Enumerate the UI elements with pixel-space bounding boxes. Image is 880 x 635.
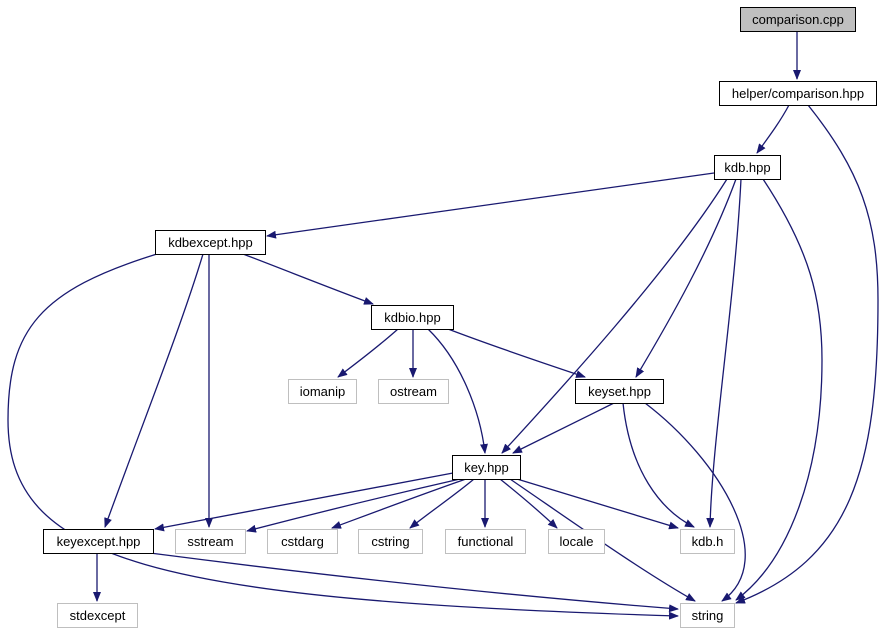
edge-keyset-hpp-to-kdb-h	[622, 402, 695, 528]
node-label: cstring	[371, 534, 409, 549]
edge-kdbio-hpp-to-iomanip	[337, 328, 399, 378]
node-sstream: sstream	[175, 529, 246, 554]
node-kdb-h: kdb.h	[680, 529, 735, 554]
edges-layer	[7, 31, 879, 620]
edge-kdb-hpp-to-keyset-hpp	[635, 178, 737, 378]
node-label: kdb.h	[692, 534, 724, 549]
edge-key-hpp-to-cstdarg	[331, 478, 467, 529]
edge-keyset-hpp-to-key-hpp	[512, 402, 615, 454]
edge-kdbexcept-hpp-to-kdbio-hpp	[242, 253, 374, 305]
edge-kdb-hpp-to-kdbexcept-hpp	[266, 172, 715, 239]
node-label: keyset.hpp	[588, 384, 651, 399]
edge-kdb-hpp-to-key-hpp	[501, 178, 728, 454]
node-label: iomanip	[300, 384, 346, 399]
node-kdbexcept-hpp[interactable]: kdbexcept.hpp	[155, 230, 266, 255]
edge-kdbio-hpp-to-key-hpp	[427, 328, 488, 454]
node-iomanip: iomanip	[288, 379, 357, 404]
node-label: kdbexcept.hpp	[168, 235, 253, 250]
node-box	[740, 7, 856, 32]
node-helper-comparison-hpp[interactable]: helper/comparison.hpp	[719, 81, 877, 106]
node-comparison-cpp: comparison.cpp	[740, 7, 856, 32]
node-cstring: cstring	[358, 529, 423, 554]
node-string: string	[680, 603, 735, 628]
node-label: cstdarg	[281, 534, 324, 549]
node-label: kdbio.hpp	[384, 310, 440, 325]
node-cstdarg: cstdarg	[267, 529, 338, 554]
node-box	[714, 155, 781, 180]
node-box	[371, 305, 454, 330]
node-label: stdexcept	[70, 608, 126, 623]
node-box	[680, 603, 735, 628]
node-label: functional	[458, 534, 514, 549]
edge-kdbexcept-hpp-to-string	[7, 253, 679, 620]
node-label: string	[692, 608, 724, 623]
nodes-layer: comparison.cpp helper/comparison.hpp kdb.h…	[43, 7, 877, 628]
node-box	[575, 379, 664, 404]
edge-key-hpp-to-keyexcept-hpp	[154, 472, 454, 532]
node-label: sstream	[187, 534, 233, 549]
node-keyset-hpp[interactable]: keyset.hpp	[575, 379, 664, 404]
edge-helper-comparison-hpp-to-kdb-hpp	[756, 104, 790, 154]
edge-kdbexcept-hpp-to-keyexcept-hpp	[104, 253, 204, 528]
edge-key-hpp-to-locale	[499, 478, 558, 529]
node-box	[43, 529, 154, 554]
node-stdexcept: stdexcept	[57, 603, 138, 628]
edge-key-hpp-to-cstring	[409, 478, 475, 529]
node-box	[452, 455, 521, 480]
node-box	[175, 529, 246, 554]
node-ostream: ostream	[378, 379, 449, 404]
node-box	[378, 379, 449, 404]
node-box	[548, 529, 605, 554]
node-box	[680, 529, 735, 554]
edge-key-hpp-to-sstream	[246, 478, 461, 533]
edge-kdb-hpp-to-string	[735, 178, 823, 601]
edge-kdb-hpp-to-kdb-h	[706, 178, 742, 528]
node-locale: locale	[548, 529, 605, 554]
node-label: keyexcept.hpp	[57, 534, 141, 549]
node-label: kdb.hpp	[724, 160, 770, 175]
node-kdbio-hpp[interactable]: kdbio.hpp	[371, 305, 454, 330]
node-label: comparison.cpp	[752, 12, 844, 27]
node-box	[267, 529, 338, 554]
node-label: locale	[560, 534, 594, 549]
node-functional: functional	[445, 529, 526, 554]
node-keyexcept-hpp[interactable]: keyexcept.hpp	[43, 529, 154, 554]
node-box	[155, 230, 266, 255]
node-box	[719, 81, 877, 106]
node-kdb-hpp[interactable]: kdb.hpp	[714, 155, 781, 180]
edge-keyset-hpp-to-string	[644, 402, 746, 602]
node-key-hpp[interactable]: key.hpp	[452, 455, 521, 480]
node-label: helper/comparison.hpp	[732, 86, 864, 101]
node-label: ostream	[390, 384, 437, 399]
edge-keyexcept-hpp-to-string	[149, 552, 679, 613]
edge-kdbio-hpp-to-keyset-hpp	[447, 328, 586, 378]
edge-helper-comparison-hpp-to-string	[735, 104, 879, 604]
edge-key-hpp-to-kdb-h	[516, 478, 679, 530]
node-box	[358, 529, 423, 554]
node-label: key.hpp	[464, 460, 509, 475]
node-box	[445, 529, 526, 554]
node-box	[57, 603, 138, 628]
node-box	[288, 379, 357, 404]
